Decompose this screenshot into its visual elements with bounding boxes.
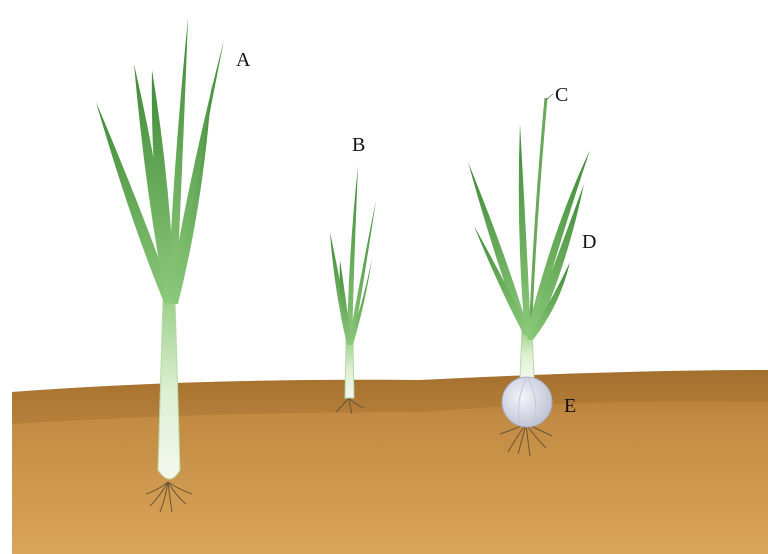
label-c: C xyxy=(555,85,568,105)
label-b: B xyxy=(352,135,365,155)
label-d: D xyxy=(582,232,596,252)
leader-c xyxy=(546,94,553,100)
plant-garlic-leaves xyxy=(468,124,590,340)
label-e: E xyxy=(564,396,576,416)
plant-a-leaves xyxy=(96,18,224,305)
plant-garlic-bulb xyxy=(502,377,552,427)
plant-a-stem xyxy=(158,300,180,479)
plant-b-leaves xyxy=(330,166,376,345)
plant-b-stem xyxy=(345,340,354,398)
plant-b xyxy=(330,166,376,414)
label-a: A xyxy=(236,50,250,70)
